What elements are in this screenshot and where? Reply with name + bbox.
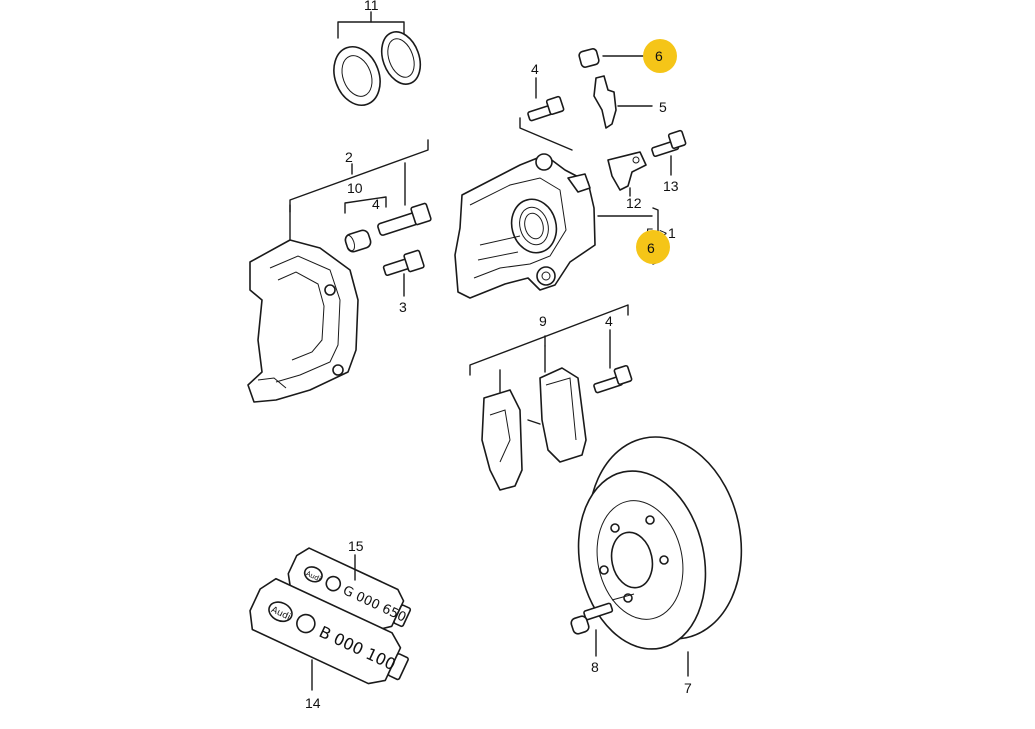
brake-pad-front (481, 389, 523, 491)
seal-kit-11 (333, 11, 422, 106)
label-10: 10 (347, 180, 363, 196)
label-6a: 6 (655, 48, 663, 64)
bolt-4-pads (593, 364, 633, 394)
caliper-carrier (247, 239, 359, 403)
label-9: 9 (539, 313, 547, 329)
label-3: 3 (399, 299, 407, 315)
label-12: 12 (626, 195, 642, 211)
label-5a: 5 (659, 99, 667, 115)
label-6b: 6 (647, 240, 655, 256)
label-4b: 4 (531, 61, 539, 77)
bracket-12 (607, 151, 647, 191)
brake-caliper (454, 153, 596, 299)
highlight-marker-6-top (643, 39, 677, 73)
label-1: 1 (668, 225, 676, 241)
bolt-4-top (527, 95, 565, 122)
label-7: 7 (684, 680, 692, 696)
bracket-9 (469, 304, 629, 376)
greater-sign: > (659, 225, 667, 241)
label-14: 14 (305, 695, 321, 711)
label-4c: 4 (605, 313, 613, 329)
grease-tube-15: Audi G 000 650 (287, 547, 412, 631)
bleed-valve-5 (593, 75, 617, 129)
brake-pad-rear (539, 367, 587, 463)
grease-tube-14: Audi B 000 100 (249, 577, 409, 685)
label-13: 13 (663, 178, 679, 194)
bolt-13 (651, 129, 687, 158)
label-4a: 4 (372, 196, 380, 212)
bolt-3 (382, 249, 425, 277)
dust-cap-6 (578, 48, 600, 68)
label-2: 2 (345, 149, 353, 165)
label-8: 8 (591, 659, 599, 675)
bushing-10 (344, 229, 372, 253)
highlight-marker-6-side (636, 230, 670, 264)
label-11: 11 (364, 0, 379, 13)
label-15: 15 (348, 538, 364, 554)
screw-8 (570, 593, 635, 635)
guide-pin-4 (377, 202, 432, 236)
brake-disc-7 (577, 436, 743, 650)
